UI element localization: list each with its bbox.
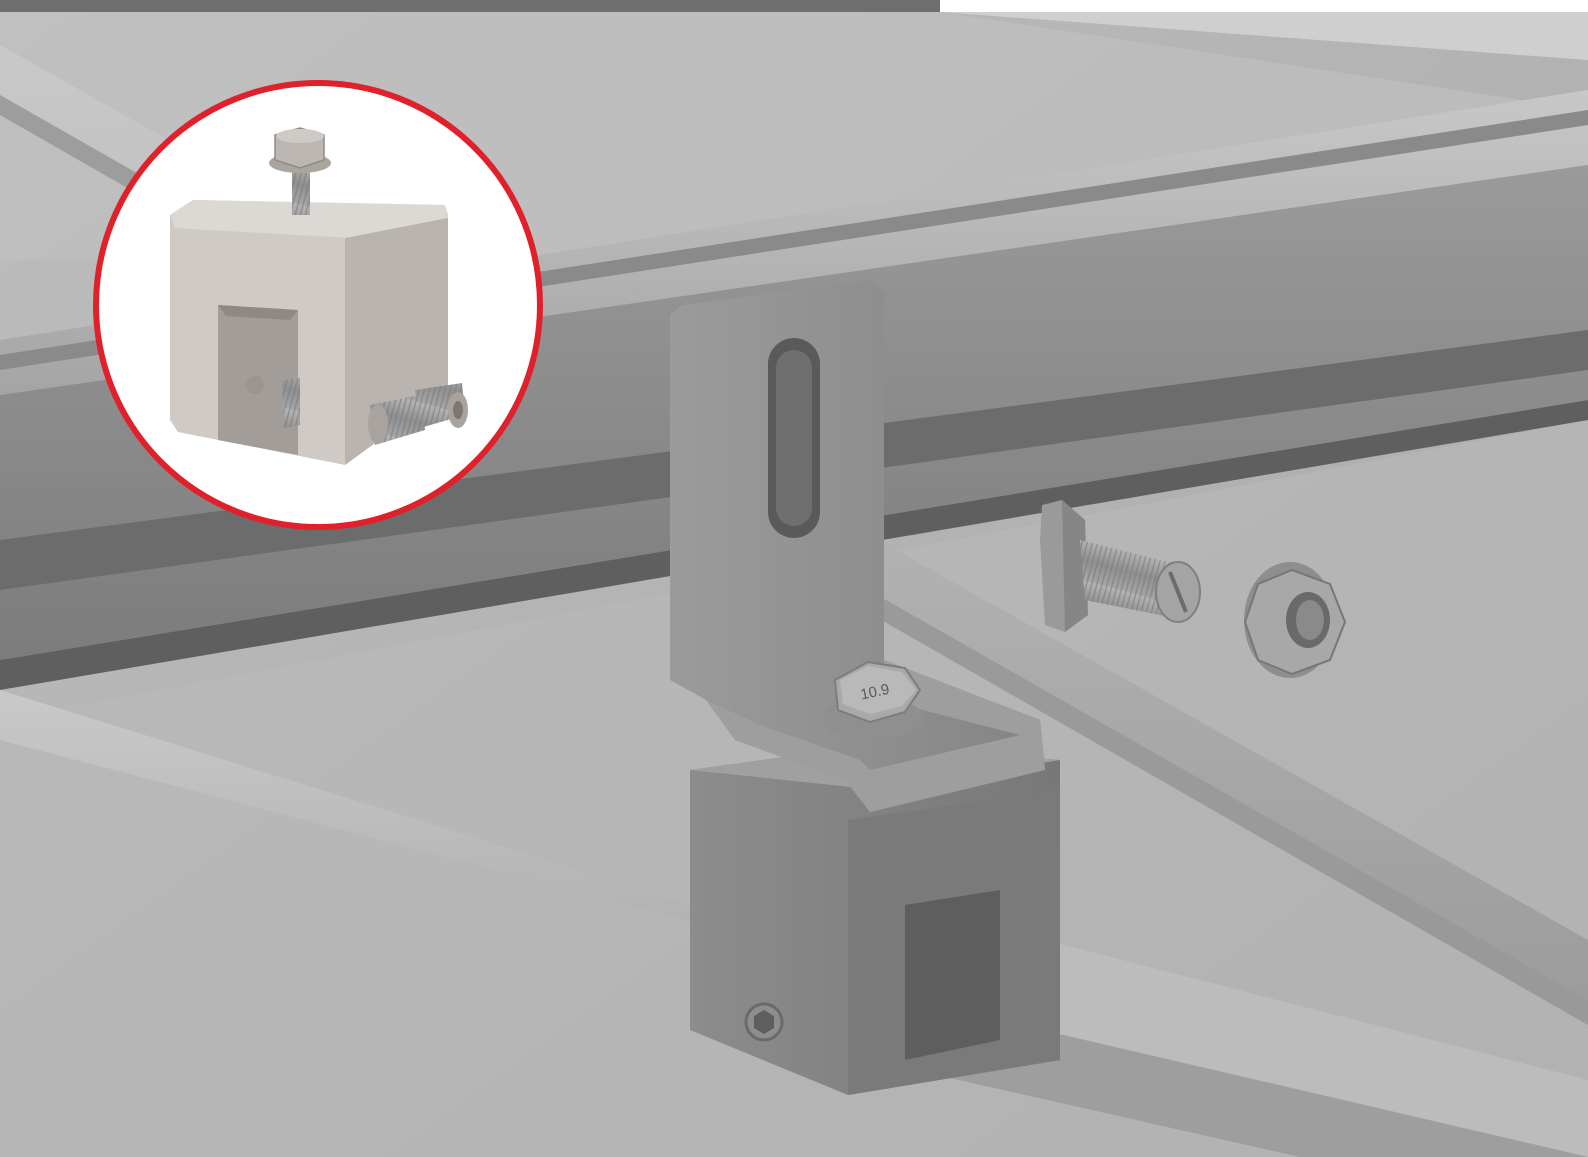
flange-nut [1243, 562, 1347, 678]
set-screw-3 [282, 378, 300, 428]
far-seam [940, 12, 1588, 60]
seam-clamp-icon [170, 127, 468, 465]
l-foot-bracket [670, 280, 1045, 812]
inset-circle [93, 80, 543, 530]
top-strip-left [0, 0, 940, 12]
set-screw-1 [368, 395, 425, 445]
set-screw-2 [415, 383, 468, 428]
top-strip-right [940, 0, 1588, 12]
bracket-bolt: 10.9 [823, 660, 923, 740]
t-bolt [1040, 500, 1201, 632]
bolt-grade-text: 10.9 [859, 681, 891, 704]
